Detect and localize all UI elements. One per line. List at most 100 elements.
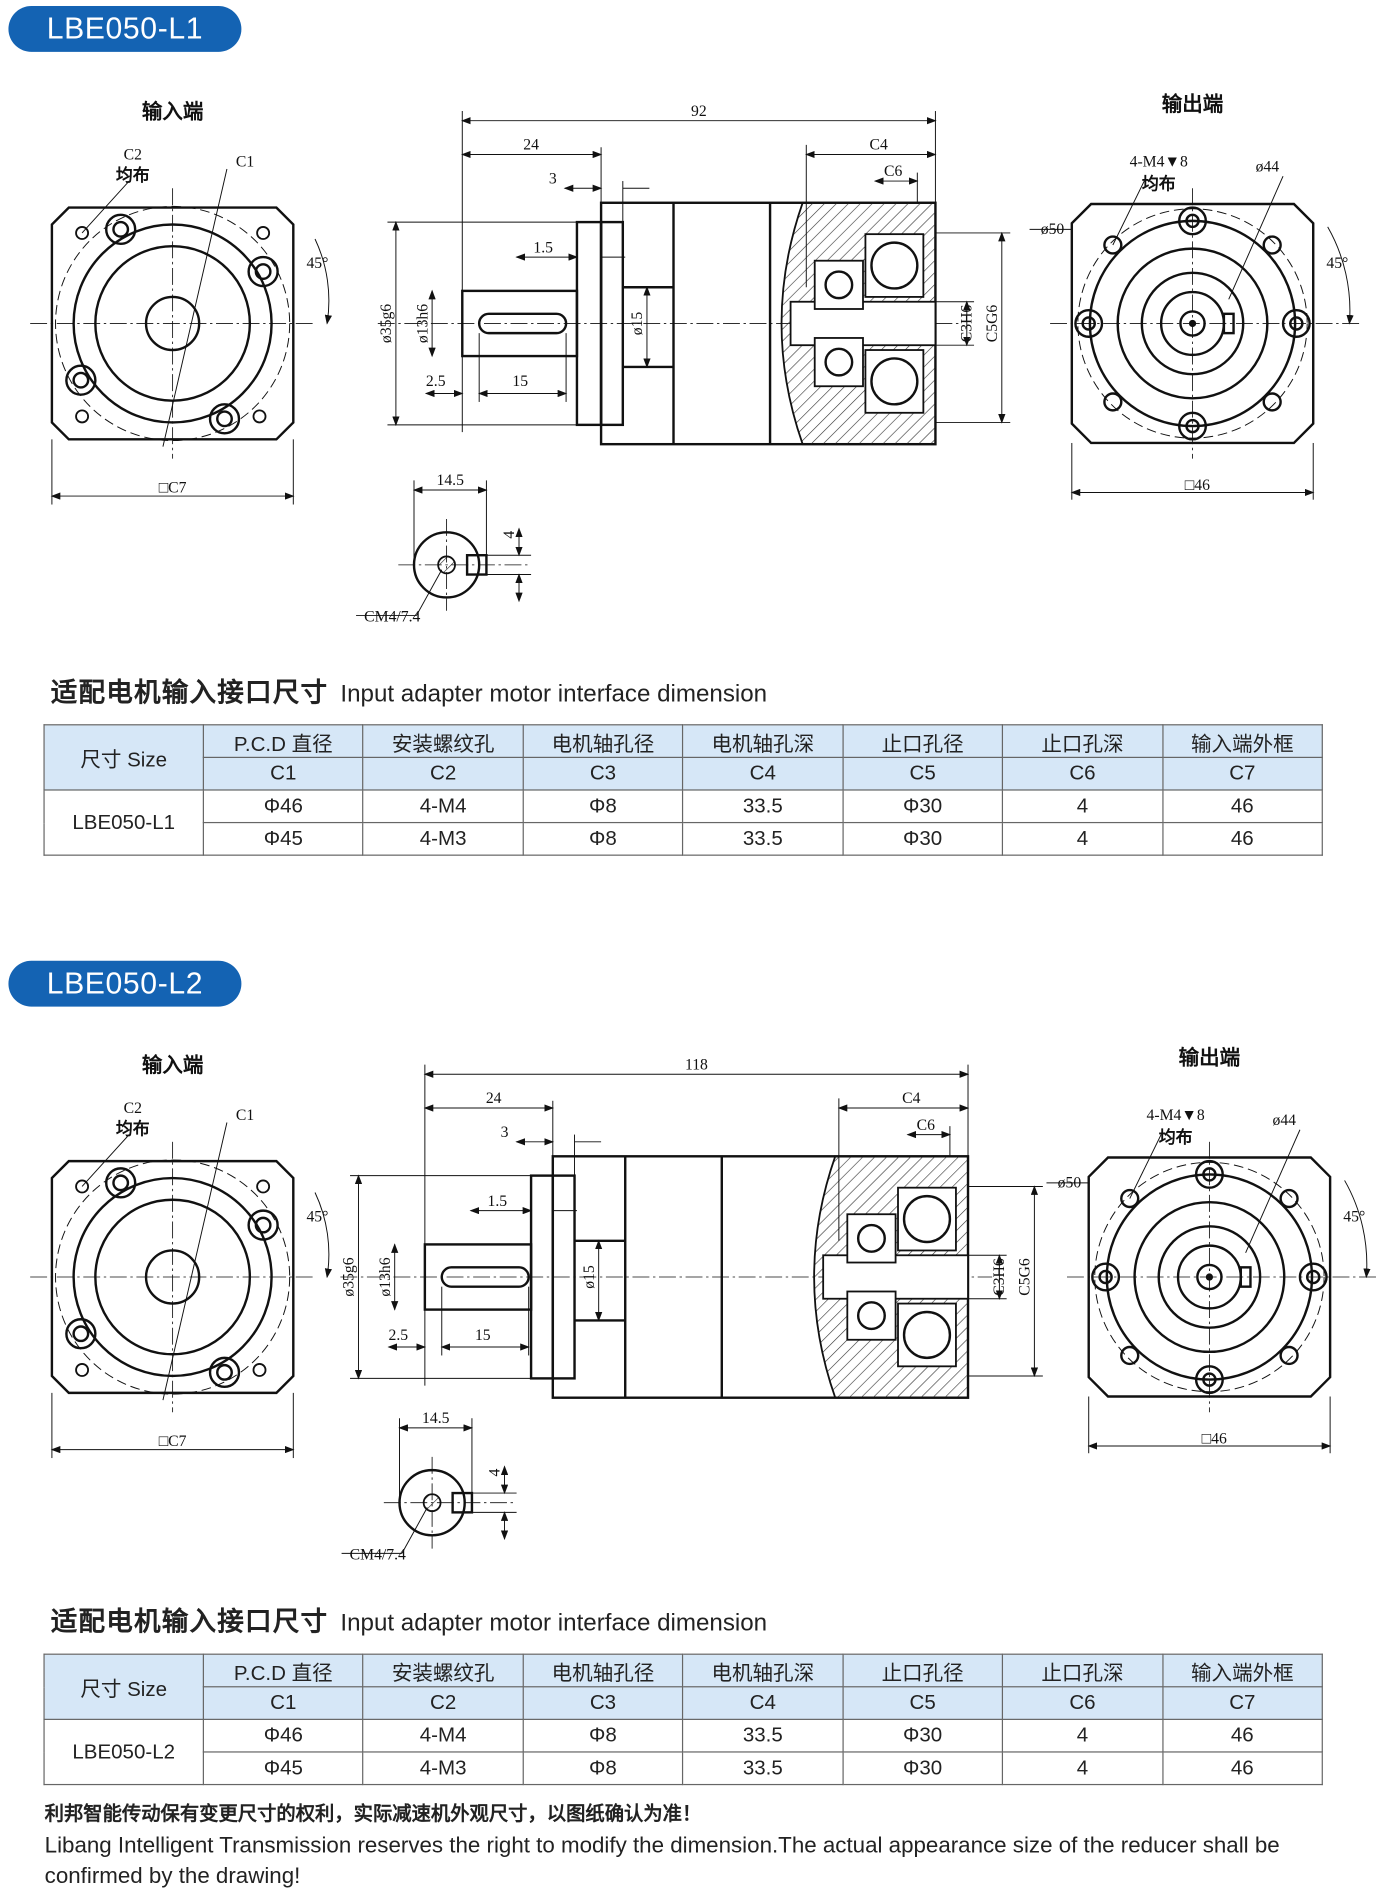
table-cell: Φ45 (202, 1751, 364, 1786)
column-header: 电机轴孔深 (682, 1653, 844, 1688)
column-code: C7 (1161, 1686, 1323, 1720)
thread-hole (256, 226, 271, 240)
thread-hole (75, 409, 90, 424)
bearing (846, 1213, 897, 1264)
length-2-5-label: 2.5 (426, 373, 446, 390)
length-3-label: 3 (501, 1124, 509, 1141)
table-cell: Φ45 (202, 821, 364, 856)
column-code: C5 (842, 756, 1004, 791)
key-width-label: 14.5 (436, 472, 464, 489)
thread-hole (75, 1363, 90, 1377)
length-24-label: 24 (486, 1090, 502, 1107)
column-header: 止口孔径 (842, 724, 1004, 758)
thread-hole (252, 409, 267, 424)
column-code: C6 (1001, 756, 1163, 791)
key-height-label: 4 (501, 531, 518, 539)
table-cell: 46 (1161, 789, 1323, 824)
center-thread-label: CM4/7.4 (350, 1546, 406, 1563)
mount-hole (65, 364, 97, 396)
angle-label: 45° (1326, 255, 1348, 272)
mount-hole (105, 1167, 137, 1199)
bearing (813, 259, 864, 310)
column-code: C2 (362, 1686, 524, 1720)
thread-hole (1103, 235, 1123, 255)
section-title-cn: 适配电机输入接口尺寸 (50, 678, 329, 709)
length-2-5-label: 2.5 (389, 1327, 409, 1344)
column-code: C4 (682, 756, 844, 791)
c2-label: C2 (124, 1100, 142, 1117)
c2-label: C2 (124, 146, 142, 163)
table-cell: 4-M4 (362, 1718, 524, 1753)
bearing (864, 233, 925, 298)
c3-label: C3H6 (959, 305, 976, 343)
table-cell: Φ46 (202, 1718, 364, 1753)
mount-hole (1298, 1262, 1328, 1292)
mount-hole (247, 255, 279, 288)
output-end-label: 输出端 (1162, 92, 1224, 116)
table-cell: Φ30 (842, 1718, 1004, 1753)
d50-label: ø50 (1041, 221, 1065, 238)
model-badge-l2: LBE050-L2 (8, 960, 242, 1007)
mount-hole (1281, 308, 1311, 338)
c1-label: C1 (236, 154, 254, 171)
mount-hole (105, 213, 137, 246)
column-header: 输入端外框 (1161, 1653, 1323, 1688)
table-cell: Φ46 (202, 789, 364, 824)
column-code: C1 (202, 756, 364, 791)
model-cell: LBE050-L2 (43, 1718, 204, 1786)
thread-hole (1103, 392, 1123, 412)
mount-hole (1091, 1262, 1121, 1292)
dia-15-label: ø15 (581, 1265, 598, 1289)
table-cell: Φ30 (842, 789, 1004, 824)
table-cell: 46 (1161, 821, 1323, 856)
dia-15-label: ø15 (629, 312, 646, 336)
bearing (897, 1302, 957, 1368)
thread-hole (252, 1363, 267, 1377)
column-header: 止口孔深 (1001, 1653, 1163, 1688)
length-24-label: 24 (523, 137, 539, 154)
bearing (846, 1290, 897, 1341)
angle-label: 45° (306, 255, 328, 272)
column-code: C1 (202, 1686, 364, 1720)
mount-hole (208, 1356, 241, 1389)
table-cell: 4-M4 (362, 789, 524, 824)
size-header: 尺寸 Size (43, 1653, 204, 1720)
d44-label: ø44 (1256, 158, 1280, 175)
disclaimer-cn: 利邦智能传动保有变更尺寸的权利，实际减速机外观尺寸，以图纸确认为准！ (44, 1802, 702, 1825)
table-cell: Φ8 (522, 1751, 684, 1786)
column-header: P.C.D 直径 (202, 1653, 364, 1688)
thread-hole (75, 226, 90, 240)
column-header: 输入端外框 (1161, 724, 1323, 758)
c5-label: C5G6 (984, 305, 1001, 343)
table-cell: 4 (1001, 1751, 1163, 1786)
mount-hole (1194, 1365, 1224, 1395)
square-size-label: □46 (1185, 477, 1210, 494)
overall-length-label: 118 (685, 1056, 708, 1073)
length-15-label: 15 (512, 373, 528, 390)
square-size-label: □46 (1202, 1431, 1227, 1448)
dia-13-label: ø13h6 (377, 1257, 394, 1296)
center-thread-label: CM4/7.4 (364, 609, 420, 626)
output-end-label: 输出端 (1179, 1046, 1241, 1070)
thread-hole (1262, 235, 1282, 255)
c7-label: □C7 (159, 479, 187, 496)
mount-hole (1194, 1159, 1224, 1189)
section-title-en: Input adapter motor interface dimension (340, 1610, 768, 1637)
cutaway-section (813, 1155, 969, 1399)
size-header: 尺寸 Size (43, 724, 204, 791)
column-code: C6 (1001, 1686, 1163, 1720)
table-cell: 4 (1001, 821, 1163, 856)
length-3-label: 3 (549, 170, 557, 187)
